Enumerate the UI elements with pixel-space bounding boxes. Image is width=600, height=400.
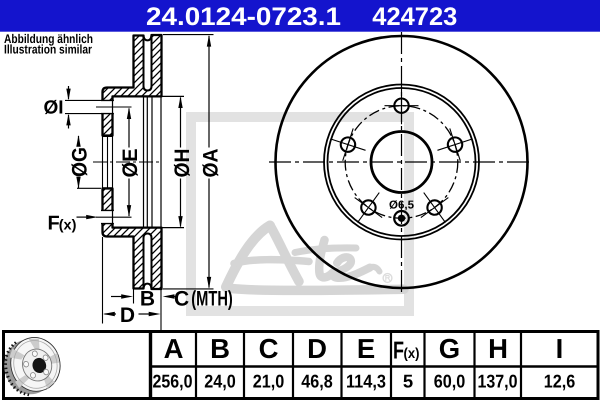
svg-text:E: E [357, 333, 375, 364]
svg-text:D: D [307, 333, 327, 364]
svg-text:(MTH): (MTH) [191, 288, 233, 311]
svg-text:ØI: ØI [43, 98, 63, 119]
svg-text:24,0: 24,0 [204, 370, 236, 391]
svg-text:ØH: ØH [171, 149, 194, 178]
svg-text:D: D [120, 304, 135, 327]
svg-text:C: C [174, 288, 189, 311]
svg-text:ØG: ØG [69, 147, 92, 177]
svg-text:424723: 424723 [372, 3, 457, 31]
svg-text:B: B [210, 333, 230, 364]
svg-text:I: I [556, 333, 564, 364]
svg-text:B: B [140, 288, 155, 311]
svg-text:24.0124-0723.1: 24.0124-0723.1 [146, 3, 341, 31]
svg-text:114,3: 114,3 [346, 370, 386, 391]
svg-text:ØA: ØA [200, 149, 223, 178]
svg-text:12,6: 12,6 [544, 370, 576, 391]
svg-text:256,0: 256,0 [153, 370, 193, 391]
svg-text:60,0: 60,0 [434, 370, 466, 391]
svg-text:H: H [488, 333, 508, 364]
svg-text:5: 5 [403, 370, 413, 391]
svg-text:C: C [259, 333, 279, 364]
svg-text:(x): (x) [59, 218, 77, 234]
svg-text:Ø6,5: Ø6,5 [389, 200, 415, 212]
svg-text:21,0: 21,0 [253, 370, 285, 391]
svg-text:A: A [164, 333, 184, 364]
svg-text:(x): (x) [404, 346, 420, 362]
svg-text:G: G [439, 333, 460, 364]
svg-text:Illustration similar: Illustration similar [4, 43, 92, 57]
svg-text:F: F [48, 213, 60, 235]
svg-text:F: F [393, 338, 404, 365]
svg-text:46,8: 46,8 [301, 370, 333, 391]
svg-text:ØE: ØE [119, 149, 142, 178]
svg-text:Abbildung ähnlich: Abbildung ähnlich [4, 32, 93, 46]
svg-text:137,0: 137,0 [478, 370, 518, 391]
